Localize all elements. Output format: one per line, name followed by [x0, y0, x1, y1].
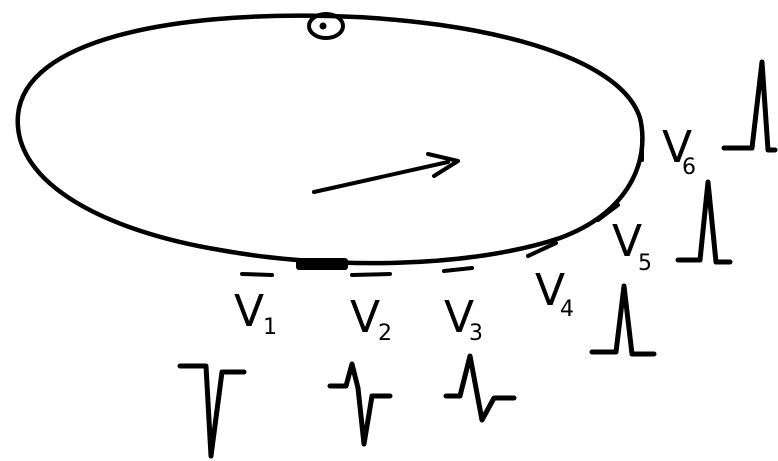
svg-text:V: V — [350, 292, 380, 343]
axis-arrow-icon — [314, 154, 458, 192]
svg-text:4: 4 — [560, 297, 574, 322]
svg-text:2: 2 — [378, 321, 392, 346]
lead-label-v1: V 1 — [234, 286, 277, 340]
lead-label-v2: V 2 — [350, 292, 392, 346]
lead-label-v3: V 3 — [444, 292, 483, 346]
waveform-v1 — [180, 366, 244, 456]
svg-text:5: 5 — [638, 251, 652, 276]
svg-text:V: V — [234, 286, 264, 337]
waveform-v3 — [446, 356, 514, 420]
electrode-mark-v3 — [444, 268, 472, 271]
waveform-v5-upper — [678, 182, 730, 262]
waveform-v6 — [724, 62, 775, 150]
electrode-mark-v1 — [242, 274, 272, 275]
lead-label-v4: V 4 — [535, 265, 574, 322]
svg-text:1: 1 — [263, 315, 277, 340]
svg-text:6: 6 — [682, 155, 696, 180]
waveform-v5-lower — [592, 286, 654, 354]
electrode-mark-v2 — [352, 274, 390, 275]
svg-text:3: 3 — [469, 321, 483, 346]
lead-label-v6: V 6 — [662, 122, 696, 180]
lead-label-v5: V 5 — [612, 216, 652, 276]
chest-outline — [18, 16, 643, 263]
waveform-v2 — [330, 364, 390, 444]
sternum-marker — [296, 258, 348, 270]
